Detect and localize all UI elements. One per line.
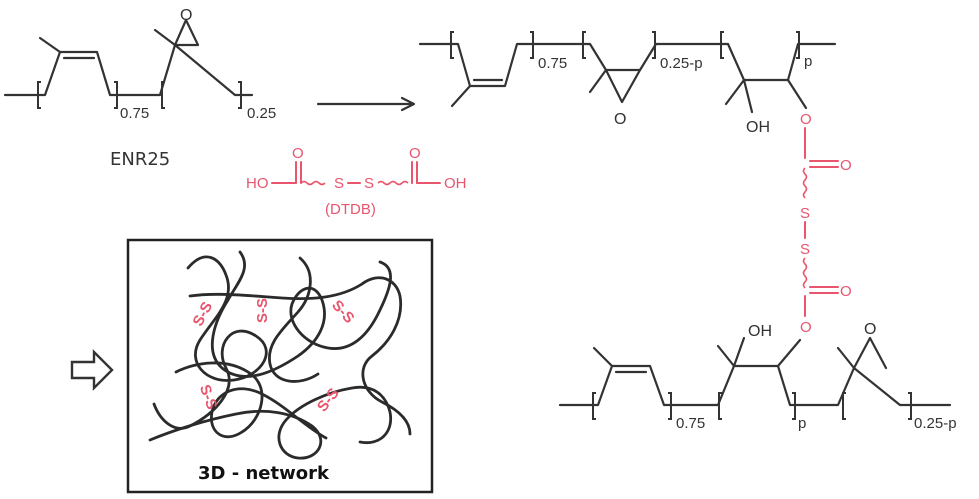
- dtdb-sulfur-1: S: [334, 175, 344, 192]
- dtdb-sulfur-2: S: [364, 175, 374, 192]
- product-top-chain: 0.75 0.25-p p O OH: [418, 31, 837, 136]
- top-subscript-075: 0.75: [538, 55, 567, 72]
- enr25-subscript-075: 0.75: [120, 105, 149, 122]
- bottom-hydroxyl: OH: [748, 323, 772, 340]
- enr25-epoxide-oxygen: O: [180, 7, 192, 24]
- linker-carbonyl-oxygen-top: O: [840, 157, 852, 174]
- enr25-subscript-025: 0.25: [247, 105, 276, 122]
- enr25-label: ENR25: [110, 149, 170, 170]
- product-bottom-chain: 0.75 p 0.25-p OH O: [558, 321, 957, 432]
- top-hydroxyl: OH: [746, 119, 770, 136]
- bottom-subscript-025p: 0.25-p: [914, 415, 957, 432]
- linker-sulfur-bottom: S: [800, 241, 810, 258]
- bottom-epoxide-oxygen: O: [864, 321, 876, 338]
- dtdb-structure: HO O S S O OH (DTDB): [246, 145, 467, 218]
- dtdb-label: (DTDB): [325, 201, 376, 218]
- dtdb-oh-right: OH: [444, 175, 467, 192]
- dtdb-carbonyl-oxygen-right: O: [409, 145, 421, 162]
- hollow-arrow-icon: [70, 349, 114, 391]
- top-subscript-p: p: [804, 53, 812, 70]
- bottom-subscript-p: p: [798, 415, 806, 432]
- linker-carbonyl-oxygen-bottom: O: [840, 283, 852, 300]
- bottom-subscript-075: 0.75: [676, 415, 705, 432]
- dtdb-ho-left: HO: [246, 175, 269, 192]
- network-crosslink-2: S-S: [254, 298, 271, 323]
- linker-ester-oxygen-bottom: O: [800, 319, 812, 336]
- reaction-arrow: [316, 96, 416, 112]
- dtdb-carbonyl-oxygen-left: O: [292, 145, 304, 162]
- linker-ester-oxygen-top: O: [800, 111, 812, 128]
- network-panel: S-S S-S S-S S-S S-S 3D - network: [126, 238, 434, 494]
- top-epoxide-oxygen: O: [614, 111, 626, 128]
- enr25-structure: O 0.75 0.25 ENR25: [3, 7, 276, 170]
- network-label: 3D - network: [198, 463, 330, 484]
- top-subscript-025p: 0.25-p: [660, 55, 703, 72]
- linker-sulfur-top: S: [800, 205, 810, 222]
- disulfide-linker: O O S S O O: [800, 111, 852, 336]
